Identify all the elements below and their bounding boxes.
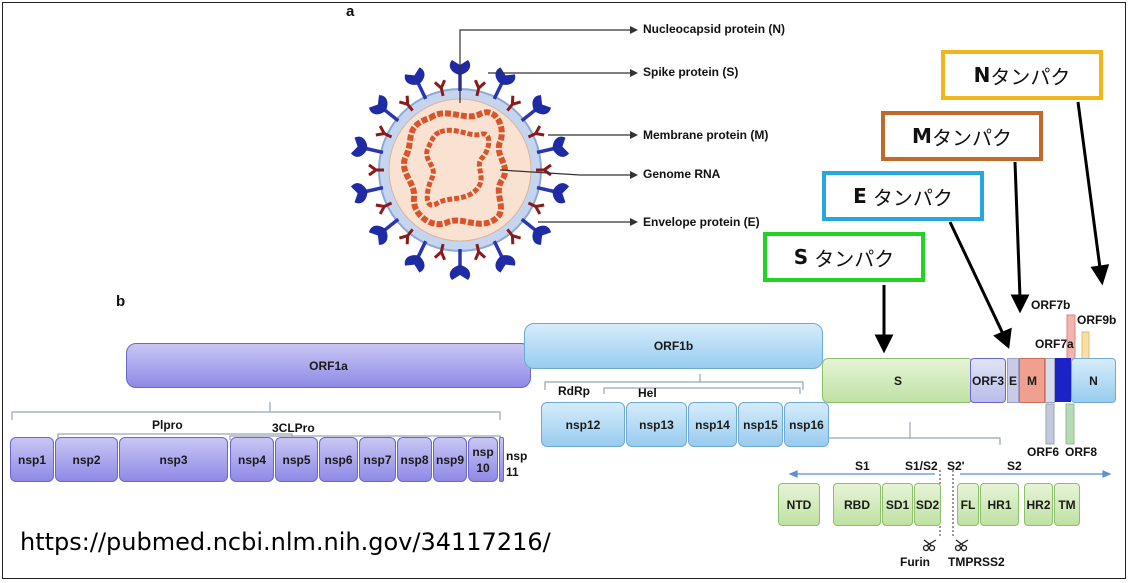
gene-m-box: M (1019, 358, 1045, 403)
nsp4-box: nsp4 (230, 437, 274, 482)
callout-n-key: N (973, 63, 991, 87)
domain-sd1: SD1 (882, 483, 913, 526)
plpro-label: Plpro (152, 418, 183, 432)
orf7b-label: ORF7b (1031, 298, 1071, 312)
orf7a-label: ORF7a (1035, 337, 1074, 351)
domain-rbd: RBD (833, 483, 881, 526)
callout-m-text: タンパク (931, 125, 1012, 150)
legend-nucleocapsid: Nucleocapsid protein (N) (643, 22, 786, 36)
nsp10-box: nsp 10 (468, 437, 498, 482)
orf1b-box: ORF1b (524, 323, 823, 369)
furin-label: Furin (900, 555, 930, 569)
nsp11-label: nsp 11 (506, 449, 528, 479)
nsp14-box: nsp14 (688, 402, 737, 447)
source-url: https://pubmed.ncbi.nlm.nih.gov/34117216… (20, 528, 551, 556)
s2-prime-label: S2' (947, 459, 965, 473)
orf6-slot (1045, 358, 1055, 403)
callout-n-text: タンパク (990, 64, 1071, 89)
callout-e-key: E (853, 184, 867, 208)
legend-genome-rna: Genome RNA (643, 167, 721, 181)
nsp3-box: nsp3 (119, 437, 228, 482)
nsp8-box: nsp8 (397, 437, 432, 482)
nsp13-box: nsp13 (626, 402, 687, 447)
legend-membrane: Membrane protein (M) (643, 128, 769, 142)
gene-orf3-box: ORF3 (970, 358, 1006, 403)
nsp15-box: nsp15 (738, 402, 783, 447)
callout-s-key: S (793, 245, 809, 269)
legend-spike: Spike protein (S) (643, 65, 739, 79)
rdrp-label: RdRp (558, 384, 590, 398)
nsp7-box: nsp7 (359, 437, 396, 482)
domain-sd2: SD2 (914, 483, 941, 526)
orf1a-box: ORF1a (126, 343, 531, 388)
gene-e-box: E (1007, 358, 1019, 403)
domain-fl: FL (957, 483, 979, 526)
s1-label: S1 (855, 459, 870, 473)
orf6-label: ORF6 (1027, 445, 1060, 459)
orf8-label: ORF8 (1065, 445, 1098, 459)
gene-s-box: S (822, 358, 974, 403)
panel-b-label: b (116, 293, 126, 310)
hel-label: Hel (638, 386, 657, 400)
domain-tm: TM (1054, 483, 1080, 526)
s1s2-label: S1/S2 (905, 459, 938, 473)
3clpro-label: 3CLPro (272, 421, 315, 435)
gene-n-box: N (1071, 358, 1116, 403)
panel-a-label: a (346, 3, 355, 20)
nsp16-box: nsp16 (784, 402, 829, 447)
nsp9-box: nsp9 (433, 437, 467, 482)
legend-envelope: Envelope protein (E) (643, 215, 760, 229)
s2-label: S2 (1007, 459, 1022, 473)
callout-s-text: タンパク (814, 246, 895, 271)
callout-m-key: M (912, 124, 932, 148)
domain-ntd: NTD (778, 483, 820, 526)
nsp5-box: nsp5 (275, 437, 318, 482)
domain-hr2: HR2 (1024, 483, 1053, 526)
domain-hr1: HR1 (980, 483, 1019, 526)
nsp12-box: nsp12 (541, 402, 625, 447)
nsp2-box: nsp2 (55, 437, 118, 482)
tmprss2-label: TMPRSS2 (948, 555, 1005, 569)
nsp11-box (499, 437, 504, 482)
callout-e-text: タンパク (872, 185, 953, 210)
orf9b-label: ORF9b (1077, 313, 1117, 327)
nsp1-box: nsp1 (10, 437, 54, 482)
nsp6-box: nsp6 (319, 437, 358, 482)
